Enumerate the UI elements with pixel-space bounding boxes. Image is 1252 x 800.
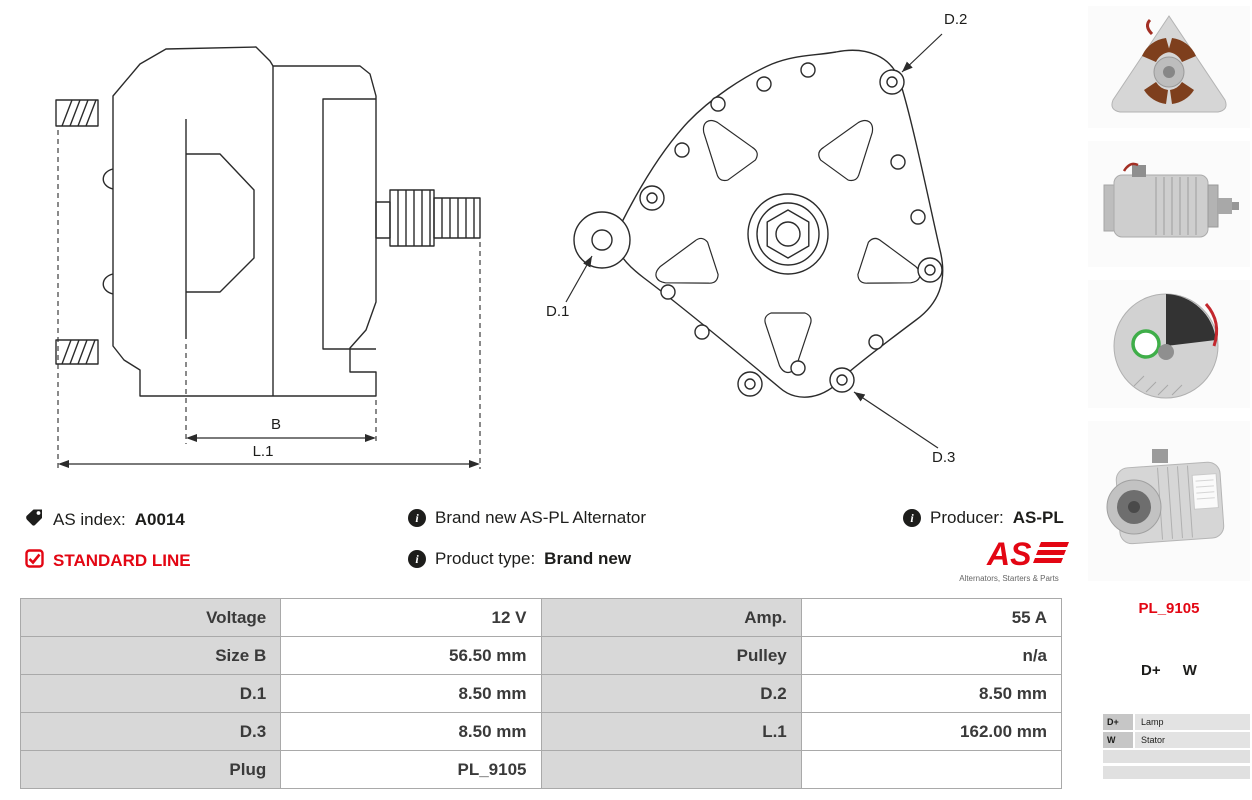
alternator-side-view-drawing: B L.1 [55,46,481,469]
spec-label: Size B [21,637,281,674]
spec-label: L.1 [541,713,801,750]
empty-table-row [1103,766,1250,779]
product-photo-rear-coil[interactable] [1088,6,1250,128]
product-type-row: i Product type: Brand new [408,549,631,569]
product-type-value: Brand new [544,549,632,568]
info-icon: i [408,550,426,568]
as-index-row: AS index: A0014 [25,508,185,532]
product-photo-angled[interactable] [1088,421,1250,581]
dim-l1-label: L.1 [253,443,274,460]
spec-value: 162.00 mm [801,713,1061,750]
info-icon: i [903,509,921,527]
terminal-dplus: D+ [1141,662,1161,679]
small-holes [660,62,926,376]
product-photo-rear-regulator[interactable] [1088,280,1250,408]
terminal-pin-table: D+ Lamp W Stator [1103,714,1250,782]
d2-label: D.2 [944,11,967,28]
standard-line-label: STANDARD LINE [53,551,191,570]
center-hub [747,193,829,275]
spec-value: 8.50 mm [281,675,541,712]
as-index-label: AS index: [53,510,126,529]
spec-label: Voltage [21,599,281,636]
terminal-markings: D+ W [1088,662,1250,679]
product-type-label: Product type: [435,549,536,568]
as-pl-logo-stripes [1033,542,1069,563]
standard-line-row: STANDARD LINE [25,549,191,573]
product-photo-column [1088,6,1250,581]
empty-table-row [1103,750,1250,763]
as-pl-logo-text: AS [986,536,1032,572]
pin-description: Lamp [1135,714,1250,730]
brand-new-row: i Brand new AS-PL Alternator [408,508,646,528]
spec-value: PL_9105 [281,751,541,788]
as-pl-logo: AS [985,536,1080,577]
producer-row: i Producer: AS-PL [903,508,1064,528]
d3-label: D.3 [932,449,955,466]
pin-row: D+ Lamp [1103,714,1250,730]
plug-code: PL_9105 [1138,600,1200,617]
producer-value: AS-PL [1012,508,1064,527]
spec-label: Plug [21,751,281,788]
terminal-w: W [1182,662,1197,679]
spec-value: n/a [801,637,1061,674]
tag-icon [25,508,44,532]
spec-value: 8.50 mm [281,713,541,750]
spec-label: D.2 [541,675,801,712]
pin-description: Stator [1135,732,1250,748]
spec-value: 12 V [281,599,541,636]
checkbox-checked-icon [25,549,44,573]
product-photo-side[interactable] [1088,141,1250,267]
brand-new-text: Brand new AS-PL Alternator [435,508,647,527]
spec-value [801,751,1061,788]
spec-value: 55 A [801,599,1061,636]
d1-label: D.1 [546,303,569,320]
dim-b-label: B [271,416,281,433]
producer-label: Producer: [930,508,1004,527]
spec-label: Amp. [541,599,801,636]
bolt-holes [639,69,943,397]
spec-label: D.1 [21,675,281,712]
pin-row: W Stator [1103,732,1250,748]
as-pl-logo-tagline: Alternators, Starters & Parts [959,574,1059,583]
spec-label [541,751,801,788]
info-icon: i [408,509,426,527]
side-outline [112,46,377,397]
alternator-front-view-drawing: D.2 D.1 D.3 [546,11,967,466]
spec-label: D.3 [21,713,281,750]
pin-name: D+ [1103,714,1133,730]
spec-table: Voltage 12 V Amp. 55 A Size B 56.50 mm P… [20,598,1062,789]
as-index-value: A0014 [134,510,185,529]
spec-value: 8.50 mm [801,675,1061,712]
spec-label: Pulley [541,637,801,674]
spec-value: 56.50 mm [281,637,541,674]
pin-name: W [1103,732,1133,748]
